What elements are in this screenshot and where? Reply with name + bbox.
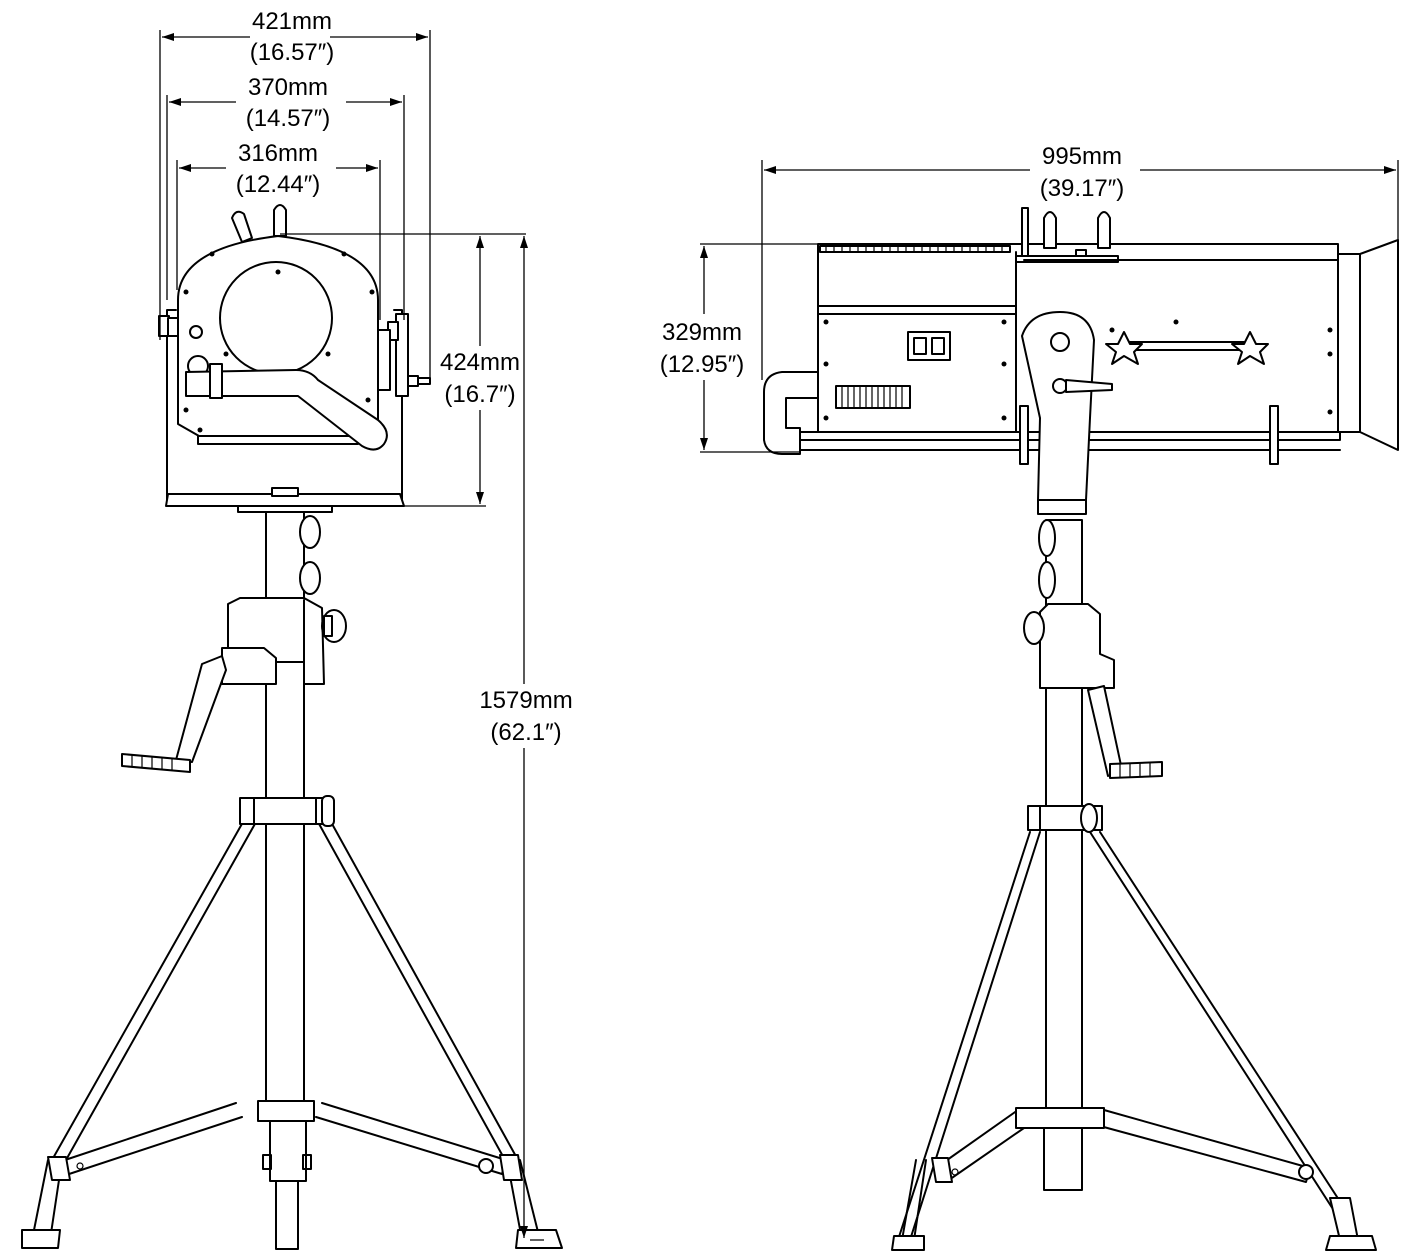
width-370-mm-label: 370mm	[248, 74, 328, 101]
side-spotlight-body	[763, 207, 1399, 515]
front-view: 421mm (16.57″) 370mm (14.57″) 316mm (12.…	[21, 8, 584, 1250]
width-316-in-label: (12.44″)	[236, 171, 321, 198]
length-995-mm-label: 995mm	[1042, 143, 1122, 170]
head-height-mm-label: 424mm	[440, 349, 520, 376]
body-height-329-mm-label: 329mm	[662, 319, 742, 346]
length-995-in-label: (39.17″)	[1040, 175, 1125, 202]
front-tripod-legs	[21, 821, 563, 1249]
width-316-mm-label: 316mm	[238, 140, 318, 167]
body-height-329-in-label: (12.95″)	[660, 351, 745, 378]
front-dimensions: 421mm (16.57″) 370mm (14.57″) 316mm (12.…	[159, 8, 584, 1241]
total-height-in-label: (62.1″)	[490, 719, 561, 746]
head-height-in-label: (16.7″)	[444, 381, 515, 408]
side-tripod	[891, 519, 1377, 1251]
side-view: 995mm (39.17″) 329mm (12.95″)	[652, 142, 1399, 1251]
front-head	[158, 204, 431, 513]
width-421-in-label: (16.57″)	[250, 39, 335, 66]
front-column	[121, 505, 347, 1250]
side-dimensions: 995mm (39.17″) 329mm (12.95″)	[652, 142, 1399, 453]
total-height-mm-label: 1579mm	[479, 687, 572, 714]
width-421-mm-label: 421mm	[252, 8, 332, 35]
width-370-in-label: (14.57″)	[246, 105, 331, 132]
